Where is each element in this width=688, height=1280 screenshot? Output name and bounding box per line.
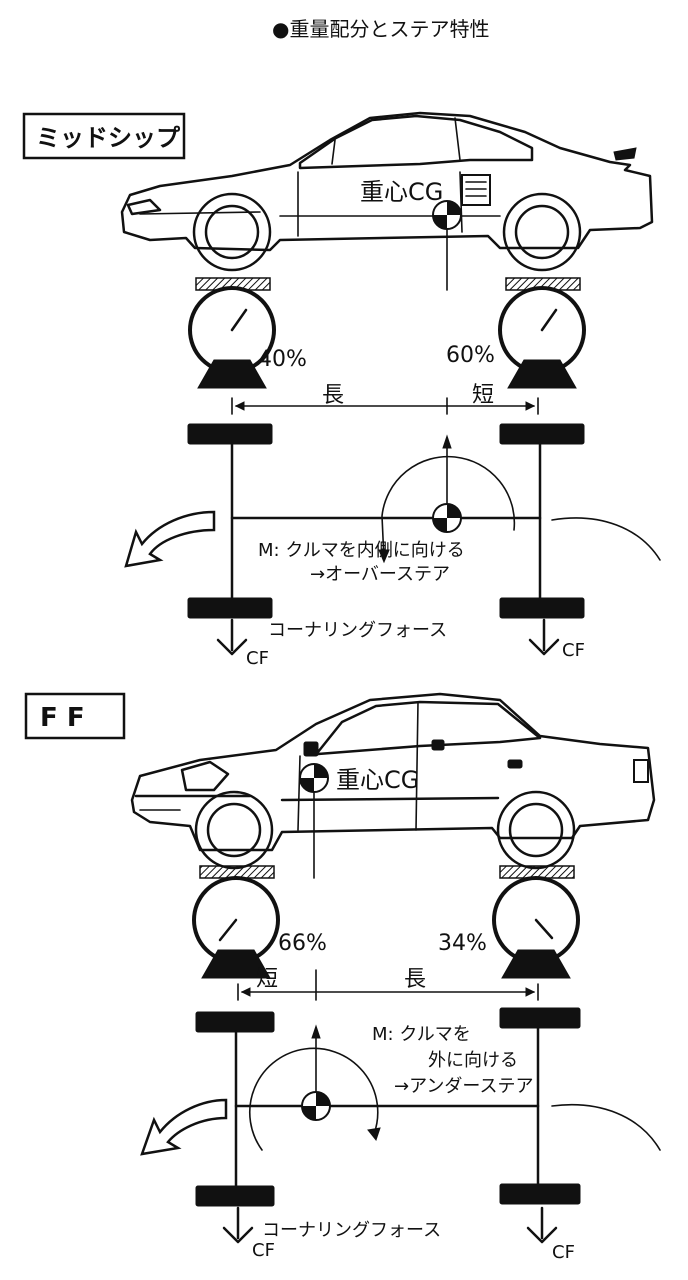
ff-rear-span: 長 bbox=[404, 967, 426, 992]
midship-moment-line2: →オーバーステア bbox=[310, 564, 450, 585]
midship-chassis bbox=[187, 423, 585, 619]
ff-moment-arc bbox=[248, 1047, 379, 1151]
midship-side-vent bbox=[461, 174, 491, 206]
ff-label-box bbox=[24, 692, 126, 740]
ff-dimension bbox=[237, 969, 539, 1001]
ff-cg-marker bbox=[299, 763, 329, 879]
ff-section: F F 重心CG bbox=[24, 692, 661, 1263]
midship-cf-left: CF bbox=[246, 648, 269, 669]
midship-cornering-force: コーナリングフォース bbox=[268, 620, 447, 641]
ff-rear-scale bbox=[492, 865, 580, 979]
midship-turn-arrow bbox=[124, 510, 216, 568]
midship-cg-marker bbox=[432, 200, 462, 291]
midship-front-weight: 40% bbox=[258, 347, 307, 372]
ff-turn-arrow bbox=[140, 1098, 228, 1156]
midship-cf-arrows bbox=[216, 618, 560, 656]
midship-rear-scale bbox=[498, 277, 586, 389]
ff-moment-line3: →アンダーステア bbox=[394, 1076, 533, 1097]
ff-label: F F bbox=[40, 703, 85, 733]
ff-cg-label: 重心CG bbox=[336, 766, 419, 794]
midship-cg-top bbox=[432, 503, 462, 533]
midship-dimension bbox=[231, 397, 539, 415]
ff-front-scale bbox=[192, 865, 280, 979]
midship-label-box bbox=[22, 112, 186, 160]
midship-rear-span: 短 bbox=[472, 383, 494, 408]
ff-cg-top bbox=[301, 1091, 331, 1121]
midship-moment-line1: M: クルマを内側に向ける bbox=[258, 540, 465, 561]
ff-front-span: 短 bbox=[256, 967, 278, 992]
midship-front-span: 長 bbox=[322, 383, 344, 408]
midship-front-scale bbox=[188, 277, 276, 389]
ff-front-weight: 66% bbox=[278, 931, 327, 956]
midship-car bbox=[120, 111, 654, 272]
ff-moment-line1: M: クルマを bbox=[372, 1024, 471, 1045]
midship-cg-label: 重心CG bbox=[360, 178, 443, 206]
midship-section: ミッドシップ bbox=[22, 111, 661, 669]
midship-cf-right: CF bbox=[562, 640, 585, 661]
ff-rear-weight: 34% bbox=[438, 931, 487, 956]
ff-cf-left: CF bbox=[252, 1240, 275, 1261]
ff-cornering-force: コーナリングフォース bbox=[262, 1220, 441, 1241]
midship-rear-weight: 60% bbox=[446, 343, 495, 368]
midship-label: ミッドシップ bbox=[36, 124, 181, 152]
ff-cf-arrows bbox=[222, 1206, 558, 1244]
ff-chassis bbox=[195, 1007, 581, 1207]
ff-cf-right: CF bbox=[552, 1242, 575, 1263]
page-title: ●重量配分とステア特性 bbox=[272, 17, 489, 41]
midship-moment-arc bbox=[381, 455, 516, 561]
ff-moment-line2: 外に向ける bbox=[428, 1050, 518, 1071]
